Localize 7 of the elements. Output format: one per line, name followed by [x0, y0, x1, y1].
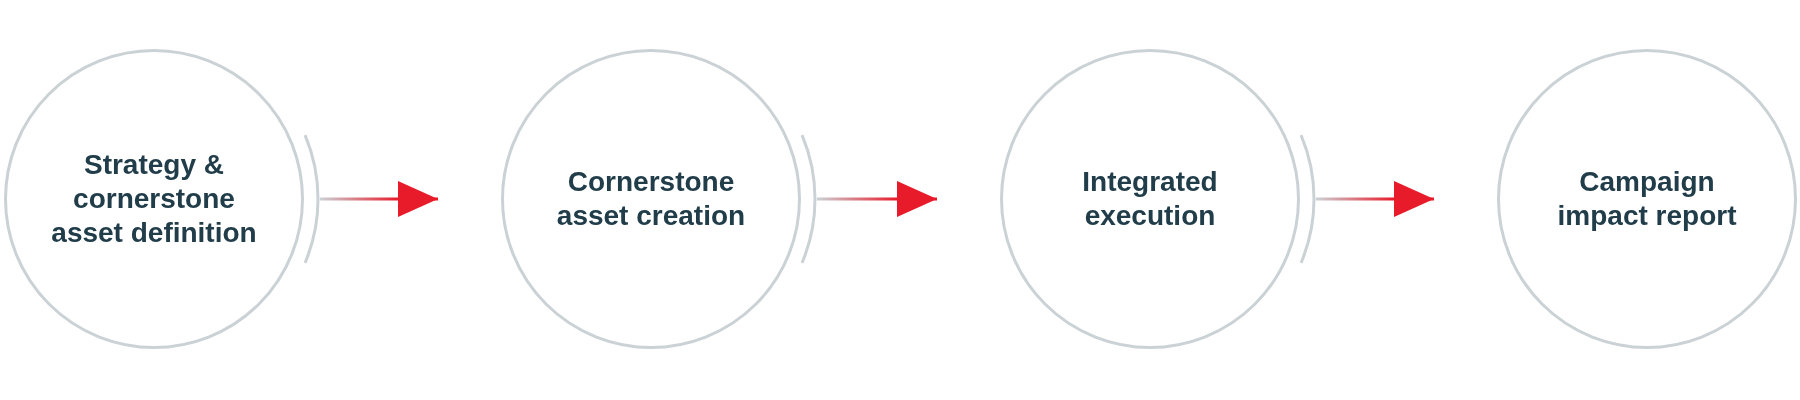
arrow	[320, 181, 438, 217]
step-label: Campaign impact report	[1556, 164, 1738, 233]
step-label: Integrated execution	[1081, 164, 1219, 233]
arrow	[817, 181, 937, 217]
step-label: Strategy & cornerstone asset definition	[50, 147, 258, 251]
step-label: Cornerstone asset creation	[555, 164, 747, 233]
arrow	[1316, 181, 1434, 217]
